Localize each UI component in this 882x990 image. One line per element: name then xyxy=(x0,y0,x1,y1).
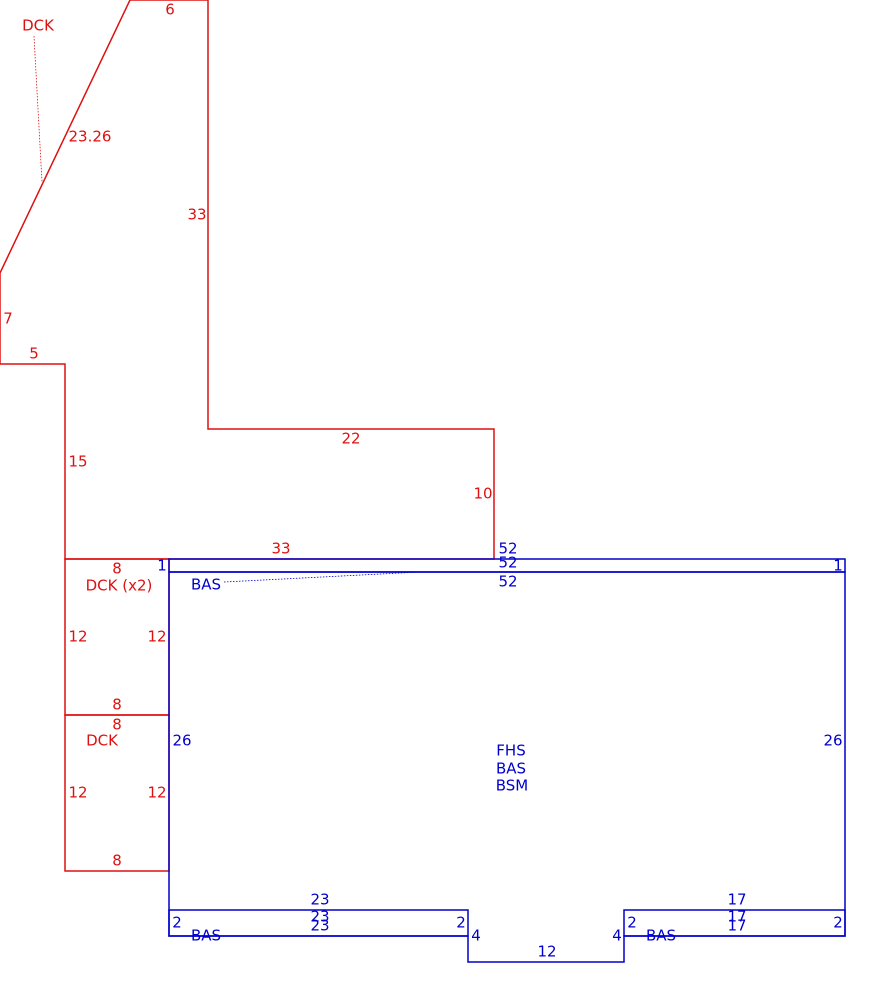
deck-x2-top-8: 8 xyxy=(112,560,122,578)
deck-x2-name: DCK (x2) xyxy=(86,577,153,595)
right-ext-bottom-17: 17 xyxy=(727,917,746,935)
area-code-bsm: BSM xyxy=(496,777,529,795)
left-ext-right-2: 2 xyxy=(456,914,466,932)
deck-labels: DCK 6 23.26 33 7 5 15 22 10 33 8 DCK (x2… xyxy=(3,1,492,870)
dim-step-10: 10 xyxy=(473,485,492,503)
strip-right-1: 1 xyxy=(833,557,843,575)
building-labels: 52 52 52 1 1 BAS 26 26 FHS BAS BSM 23 23… xyxy=(157,540,843,961)
left-extension-outline xyxy=(168,909,469,937)
dim-diagonal-23-26: 23.26 xyxy=(69,128,112,146)
strip-top-52: 52 xyxy=(498,540,517,558)
area-code-bas: BAS xyxy=(496,760,526,778)
area-code-fhs: FHS xyxy=(496,742,525,760)
right-extension-outline xyxy=(623,909,846,937)
right-ext-mid-17: 17 xyxy=(727,908,746,926)
dim-left-7: 7 xyxy=(3,310,13,328)
notch-right-4: 4 xyxy=(612,927,622,945)
bas-leader-line xyxy=(223,571,421,583)
lower-deck-left-12: 12 xyxy=(68,784,87,802)
notch-bottom-12: 12 xyxy=(537,943,556,961)
right-ext-right-2: 2 xyxy=(833,914,843,932)
right-ext-top-17: 17 xyxy=(727,891,746,909)
dim-left-15: 15 xyxy=(68,453,87,471)
lower-deck-name: DCK xyxy=(86,732,119,750)
strip-bottom-52: 52 xyxy=(498,554,517,572)
lower-deck-bottom-8: 8 xyxy=(112,852,122,870)
left-ext-left-2: 2 xyxy=(172,914,182,932)
left-ext-bottom-23: 23 xyxy=(310,917,329,935)
main-left-26: 26 xyxy=(172,732,191,750)
right-ext-name: BAS xyxy=(646,927,676,945)
dim-bottom-22: 22 xyxy=(341,430,360,448)
deck-x2-right-12: 12 xyxy=(147,628,166,646)
main-top-52: 52 xyxy=(498,573,517,591)
deck-x2-bottom-8: 8 xyxy=(112,696,122,714)
upper-deck-outline xyxy=(0,0,495,560)
left-ext-name: BAS xyxy=(191,927,221,945)
dck-top-label: DCK xyxy=(22,17,55,35)
dck-leader-line xyxy=(33,35,43,183)
lower-deck-top-8: 8 xyxy=(112,716,122,734)
left-ext-top-23: 23 xyxy=(310,891,329,909)
right-ext-left-2: 2 xyxy=(627,914,637,932)
dim-right-33: 33 xyxy=(187,206,206,224)
dim-top-6: 6 xyxy=(165,1,175,19)
main-right-26: 26 xyxy=(823,732,842,750)
deck-x2-left-12: 12 xyxy=(68,628,87,646)
dim-bottom-33: 33 xyxy=(271,540,290,558)
building-outlines xyxy=(168,558,846,963)
notch-left-4: 4 xyxy=(471,927,481,945)
strip-left-1: 1 xyxy=(157,557,167,575)
lower-deck-right-12: 12 xyxy=(147,784,166,802)
left-ext-mid-23: 23 xyxy=(310,908,329,926)
dim-ledge-5: 5 xyxy=(29,345,39,363)
bas-leader-label: BAS xyxy=(191,576,221,594)
